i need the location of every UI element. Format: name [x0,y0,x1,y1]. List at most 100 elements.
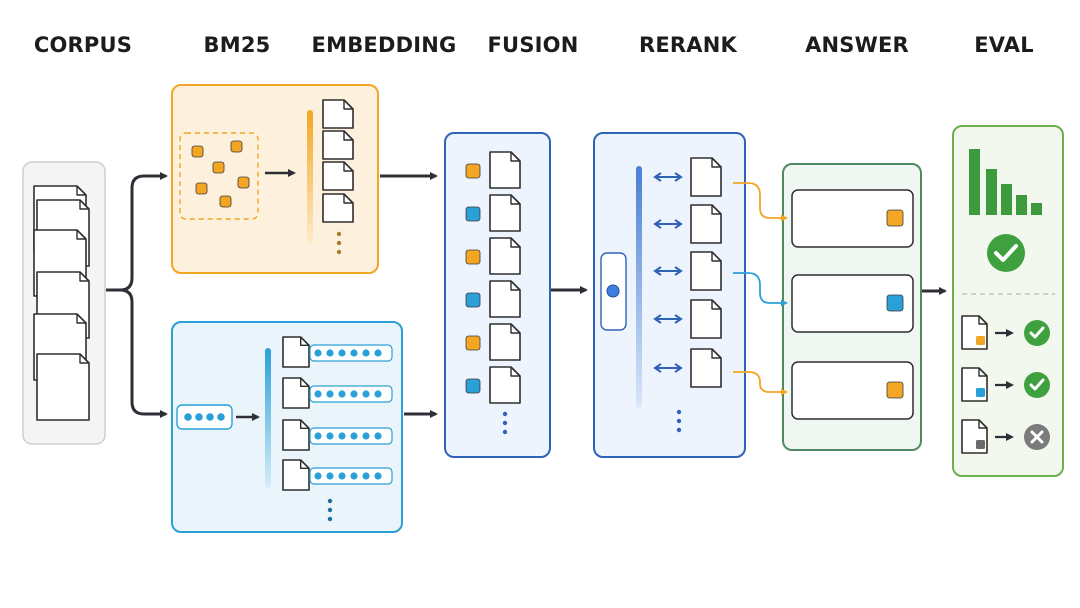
fused-document-icon [489,194,521,232]
vector-dot [362,349,370,357]
check-mark [1029,378,1045,391]
reranked-document-icon [690,348,722,388]
term-token [219,195,232,208]
answer-slot [791,274,914,333]
link-to-answer-1 [733,182,788,222]
check-mark [1029,326,1045,339]
term-token [195,182,208,195]
term-cluster [179,132,259,220]
answer-slot [791,361,914,420]
ranked-document-icon [322,161,354,191]
stage-label-answer: ANSWER [805,33,909,57]
source-marker [465,249,481,265]
ranked-document-icon [282,377,310,409]
fused-document-icon [489,151,521,189]
check-mark [994,244,1018,262]
ranked-document-icon [322,193,354,223]
source-marker [465,378,481,394]
term-token [237,176,250,189]
ranked-document-icon [322,99,354,129]
stage-label-eval: EVAL [974,33,1034,57]
source-marker [976,388,985,397]
vector-dot [350,432,358,440]
vector-dot [338,472,346,480]
arrow-corpus-to-bm25 [106,172,168,292]
stage-label-corpus: CORPUS [33,33,133,57]
vector-dot [374,349,382,357]
relevance-bar-icon [986,169,997,215]
cross-mark [1030,430,1044,444]
source-marker [465,292,481,308]
vector-dot [362,472,370,480]
corpus-document-icon [36,353,90,421]
relevance-bar-icon [1001,184,1012,215]
answer-slot [791,189,914,248]
stage-label-rerank: RERANK [639,33,737,57]
vector-dot [326,349,334,357]
similarity-bar [265,348,271,488]
link-to-answer-2 [733,272,788,307]
vector-dot [374,432,382,440]
vector-dot [350,349,358,357]
check-icon [987,234,1025,272]
vector-dot [374,390,382,398]
source-marker [976,336,985,345]
answer-source-marker [886,209,904,227]
ellipsis-icon [676,409,682,433]
ranked-document-icon [322,130,354,160]
reranked-document-icon [690,204,722,244]
relevance-bar-icon [1016,195,1027,215]
double-arrow-icon [653,363,683,373]
ellipsis-icon [327,498,333,522]
ellipsis-icon [336,231,342,255]
score-bar [307,110,313,243]
arrow-corpus-to-embedding [106,288,168,418]
embedding-dot [184,413,192,421]
vector-dot [350,390,358,398]
relevance-bar [636,166,642,408]
stage-label-fusion: FUSION [487,33,579,57]
vector-dot [338,390,346,398]
reranked-document-icon [690,251,722,291]
query-dot [606,284,620,298]
reranked-document-icon [690,299,722,339]
vector-dot [338,432,346,440]
link-to-answer-3 [733,371,788,396]
vector-dot [326,432,334,440]
fused-document-icon [489,323,521,361]
term-token [212,161,225,174]
fused-document-icon [489,366,521,404]
vector-dot [362,390,370,398]
embedding-dot [217,413,225,421]
answer-source-marker [886,381,904,399]
ranked-document-icon [282,336,310,368]
source-marker [976,440,985,449]
vector-dot [326,472,334,480]
vector-dot [374,472,382,480]
embedding-dot [195,413,203,421]
stage-label-embedding: EMBEDDING [311,33,457,57]
double-arrow-icon [653,266,683,276]
term-token [191,145,204,158]
vector-dot [314,349,322,357]
source-marker [465,206,481,222]
fused-document-icon [489,237,521,275]
ellipsis-icon [502,411,508,435]
vector-dot [314,390,322,398]
source-marker [465,335,481,351]
answer-source-marker [886,294,904,312]
vector-dot [314,432,322,440]
reranked-document-icon [690,157,722,197]
vector-dot [338,349,346,357]
relevance-bar-icon [969,149,980,215]
vector-dot [350,472,358,480]
stage-label-bm25: BM25 [203,33,271,57]
embedding-dot [206,413,214,421]
vector-dot [362,432,370,440]
source-marker [465,163,481,179]
vector-dot [326,390,334,398]
double-arrow-icon [653,172,683,182]
ranked-document-icon [282,459,310,491]
double-arrow-icon [653,219,683,229]
